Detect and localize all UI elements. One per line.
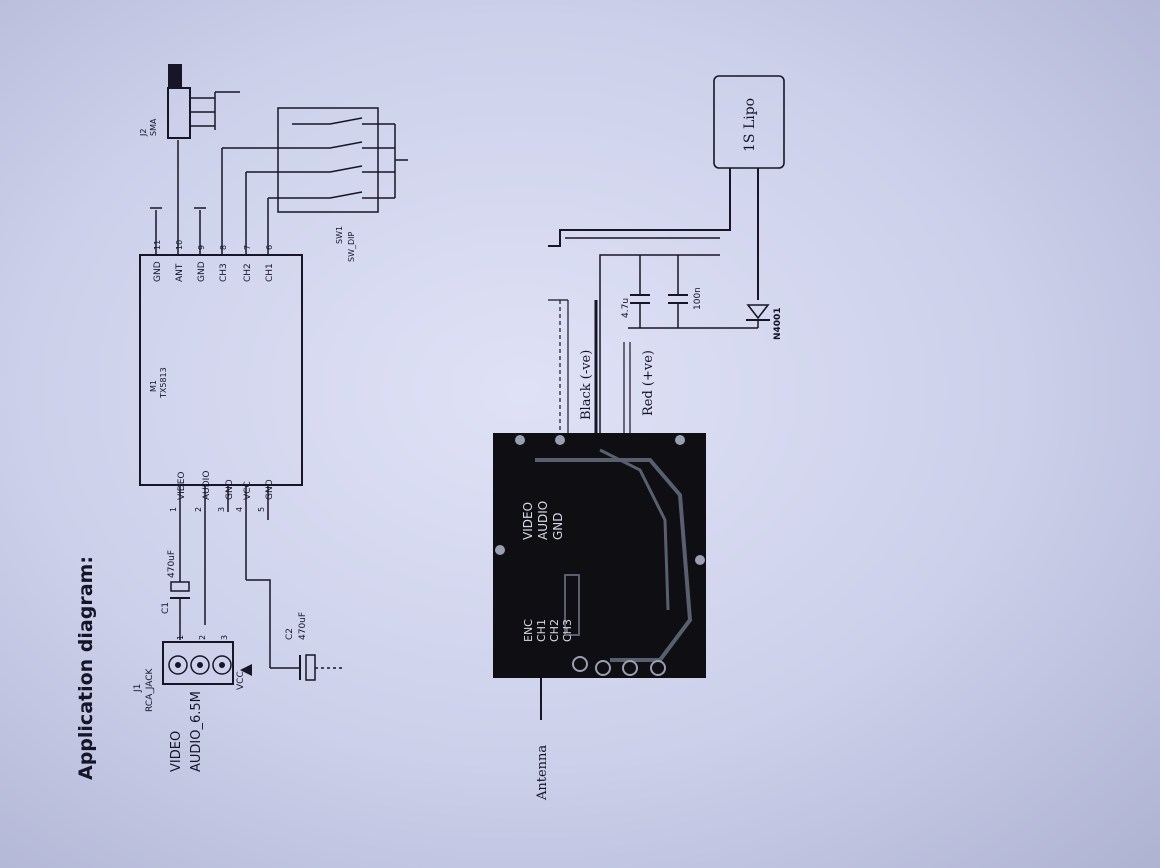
pin-gnd-top-label: GND	[153, 261, 163, 282]
pin-7-num: 7	[243, 245, 252, 250]
diode-icon	[746, 304, 770, 320]
board-label: CH3	[561, 619, 574, 642]
pin-ch2-label: CH2	[243, 263, 253, 282]
pin-3-num: 3	[217, 507, 226, 512]
pcb-traces	[495, 435, 705, 676]
jack-vcc: VCC	[236, 671, 246, 690]
pin-gnd2-label: GND	[265, 479, 275, 500]
audio-label: AUDIO_6.5M	[189, 691, 204, 772]
board-label: AUDIO	[536, 501, 550, 540]
module-body	[139, 254, 303, 486]
capacitor-c2: C2 470uF	[246, 579, 342, 681]
antenna-label: Antenna	[535, 745, 550, 801]
pin-2-num: 2	[194, 507, 203, 512]
pin-6-num: 6	[265, 245, 274, 250]
wiring-diagram: 1S Lipo 4.7u 100n N4001 Black (-ve) Red …	[493, 75, 785, 801]
c1-value: 470uF	[167, 550, 177, 578]
pin-8-num: 8	[219, 245, 228, 250]
black-wire-label: Black (-ve)	[579, 350, 594, 420]
board-label: CH2	[548, 619, 561, 642]
pin-video-label: VIDEO	[177, 471, 187, 500]
board-label: ENC	[522, 619, 535, 642]
jack-part: RCA_JACK	[145, 667, 155, 712]
rca-jack-j1: 1 2 3 VCC J1 RCA_JACK VIDEO AUDIO_6.5M	[133, 635, 252, 772]
video-label: VIDEO	[169, 731, 184, 772]
cap1-label: 4.7u	[621, 298, 631, 318]
switch-part: SW_DIP	[347, 231, 356, 262]
pin-ch3-label: CH3	[219, 263, 229, 282]
sma-part: SMA	[149, 118, 158, 136]
pin-1-num: 1	[169, 507, 178, 512]
jack-body	[162, 641, 234, 685]
c1-ref: C1	[161, 602, 171, 614]
battery-label: 1S Lipo	[742, 98, 758, 152]
module-part: TX5813	[159, 367, 168, 399]
sma-connector-j2: J2 SMA	[139, 64, 240, 139]
diode-label: N4001	[773, 307, 783, 340]
pin-5-num: 5	[257, 507, 266, 512]
red-wire-label: Red (+ve)	[641, 350, 656, 416]
pcb-board	[493, 433, 706, 678]
pin-ch1-label: CH1	[265, 263, 275, 282]
board-label: VIDEO	[521, 502, 535, 540]
pin-ant-label: ANT	[175, 263, 185, 282]
cap2-label: 100n	[693, 287, 703, 310]
pin-9-num: 9	[197, 245, 206, 250]
c2-ref: C2	[285, 628, 295, 640]
pin-gnd-top2-label: GND	[197, 261, 207, 282]
battery-box	[713, 75, 785, 169]
pin-audio-label: AUDIO	[202, 471, 212, 500]
dip-switch-sw1: SW1 SW_DIP	[222, 107, 408, 262]
jack-pin3: 3	[220, 635, 229, 640]
module-left-pins: VIDEO AUDIO GND VCC GND 1 2 3 4 5	[169, 471, 275, 625]
pin-11-num: 11	[153, 240, 162, 250]
pin-4-num: 4	[235, 507, 244, 512]
diagram-title: Application diagram:	[75, 556, 97, 780]
c2-value: 470uF	[298, 612, 308, 640]
sma-ref: J2	[139, 129, 148, 137]
module-ref: M1	[149, 380, 158, 392]
jack-ref: J1	[133, 684, 143, 693]
jack-pin2: 2	[198, 635, 207, 640]
pin-gnd-label: GND	[225, 479, 235, 500]
module-right-pins: GND ANT GND CH3 CH2 CH1 11 10 9 8 7 6	[150, 140, 275, 282]
schematic: M1 TX5813 VIDEO AUDIO GND VCC GND 1 2 3 …	[133, 64, 408, 772]
board-label: GND	[551, 512, 565, 540]
pin-vcc-label: VCC	[243, 481, 253, 500]
capacitor-c1: 470uF C1	[161, 540, 190, 640]
jack-pin1: 1	[176, 635, 185, 640]
pin-10-num: 10	[175, 240, 184, 250]
switch-ref: SW1	[335, 226, 344, 244]
ground-arrow-icon	[240, 664, 252, 676]
board-label: CH1	[535, 619, 548, 642]
